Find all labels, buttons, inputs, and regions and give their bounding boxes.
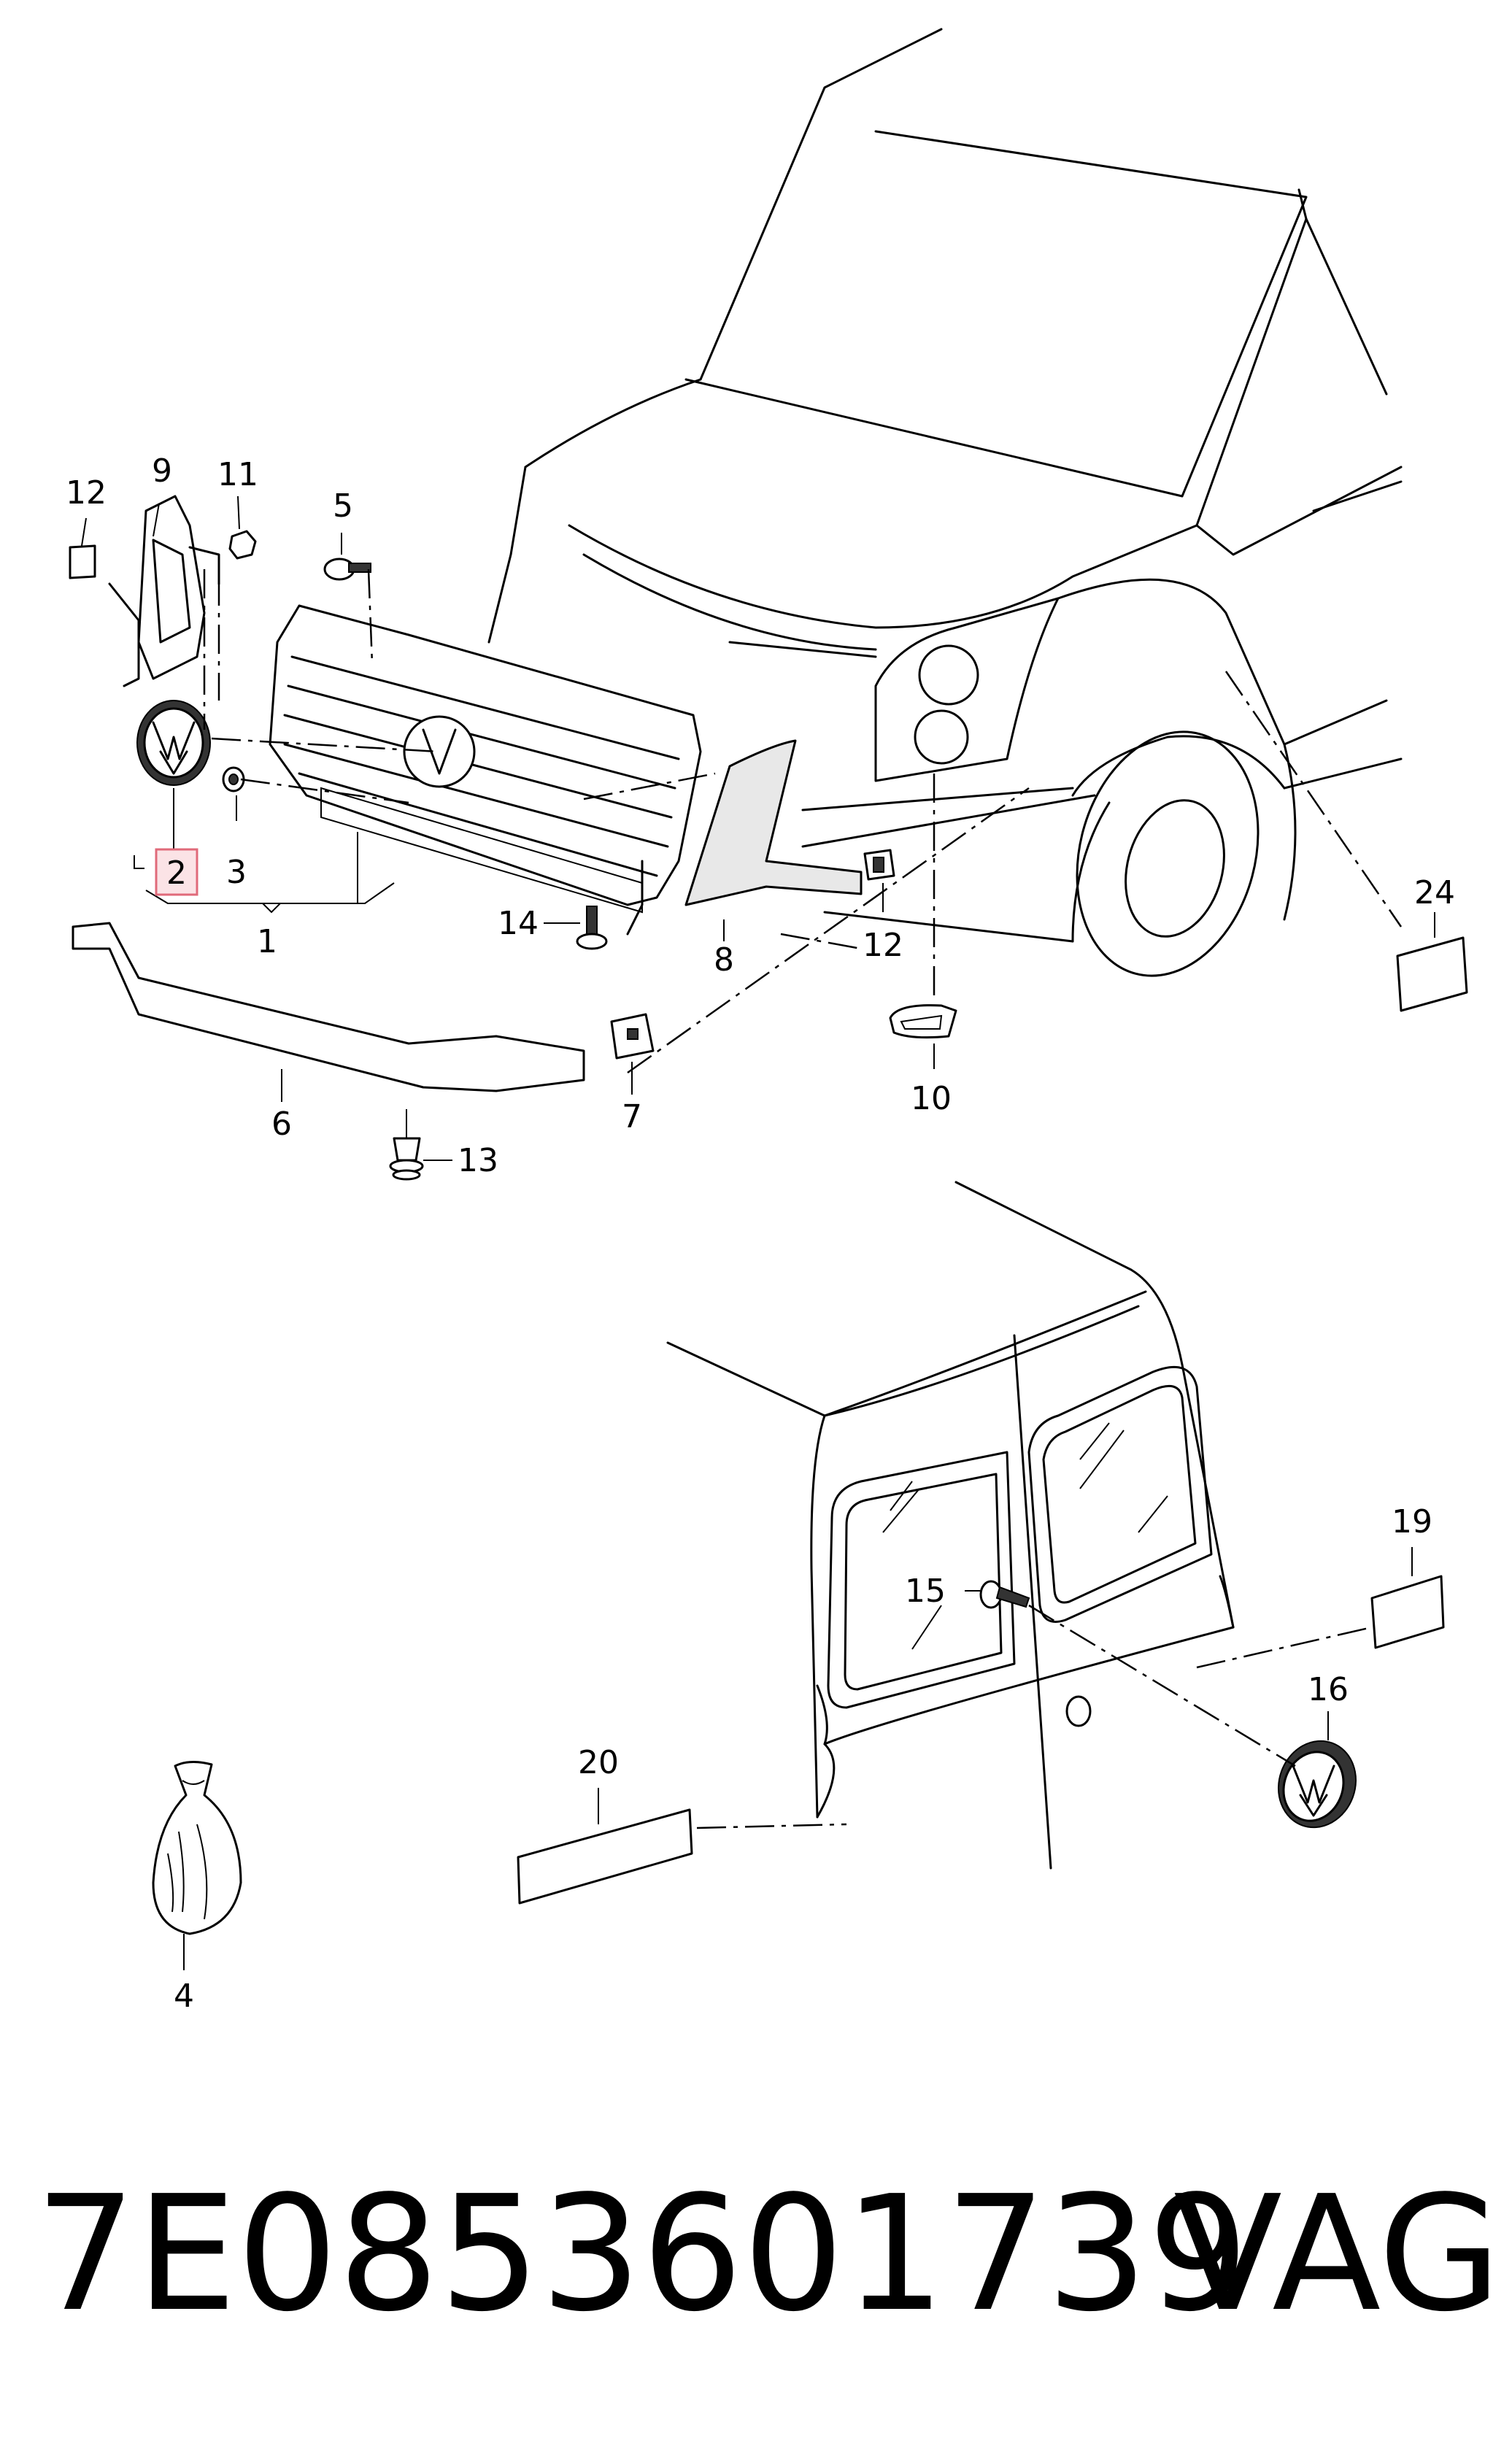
hex-nut: [228, 530, 257, 560]
vw-emblem-rear: [1278, 1740, 1357, 1829]
callout-9: 9: [152, 452, 172, 490]
clip-nut-left: [69, 544, 96, 579]
mounting-plate: [610, 1013, 655, 1060]
bumper-trim-strip: [72, 922, 585, 1092]
callout-1: 1: [257, 923, 277, 960]
callout-11: 11: [217, 456, 258, 493]
callout-2: 2: [166, 855, 187, 892]
callout-19: 19: [1392, 1503, 1432, 1540]
rear-screw-15: [979, 1580, 1030, 1609]
callout-15: 15: [905, 1573, 946, 1610]
callout-3: 3: [226, 854, 247, 891]
callout-7: 7: [622, 1098, 642, 1135]
bolt-14: [576, 906, 608, 950]
label-plate-20: [517, 1808, 693, 1905]
callout-10: 10: [911, 1080, 952, 1117]
callout-13: 13: [458, 1142, 498, 1179]
callout-24: 24: [1414, 874, 1455, 911]
label-plate-19: [1370, 1575, 1445, 1649]
callout-12-left: 12: [66, 474, 107, 512]
spring-clip: [222, 766, 245, 792]
bag-4: [152, 1761, 242, 1935]
callout-labels: 2 12 9 11 5 3 1 14 8 12 24 10 6 7 13 15 …: [66, 452, 1455, 2015]
highlight-box: [155, 848, 198, 896]
vehicle-rear-outline: [666, 1181, 1235, 1870]
mounting-bracket: [108, 495, 220, 687]
radiator-grille: [269, 604, 702, 936]
part-number: 7E0853601739: [35, 2162, 1249, 2347]
vehicle-front-outline: [487, 28, 1403, 977]
callout-5: 5: [333, 487, 353, 525]
callout-8: 8: [714, 941, 734, 979]
screw: [323, 558, 371, 581]
callout-4: 4: [174, 1978, 194, 2015]
side-trim-panel: [684, 739, 863, 906]
callout-14: 14: [498, 905, 539, 942]
callout-16: 16: [1308, 1671, 1349, 1708]
brand-name: VAG: [1173, 2162, 1502, 2347]
callout-20: 20: [578, 1744, 619, 1781]
callout-12-right: 12: [863, 927, 903, 964]
rear-leader-lines: [183, 1547, 1413, 1970]
washer-gasket: [889, 1004, 957, 1039]
clip-nut-right: [863, 849, 895, 881]
vw-emblem-front: [136, 700, 211, 786]
callout-6: 6: [271, 1106, 292, 1143]
front-leader-lines: [81, 495, 1435, 1161]
expanding-rivet: [389, 1137, 424, 1181]
label-plate-24: [1396, 936, 1468, 1012]
